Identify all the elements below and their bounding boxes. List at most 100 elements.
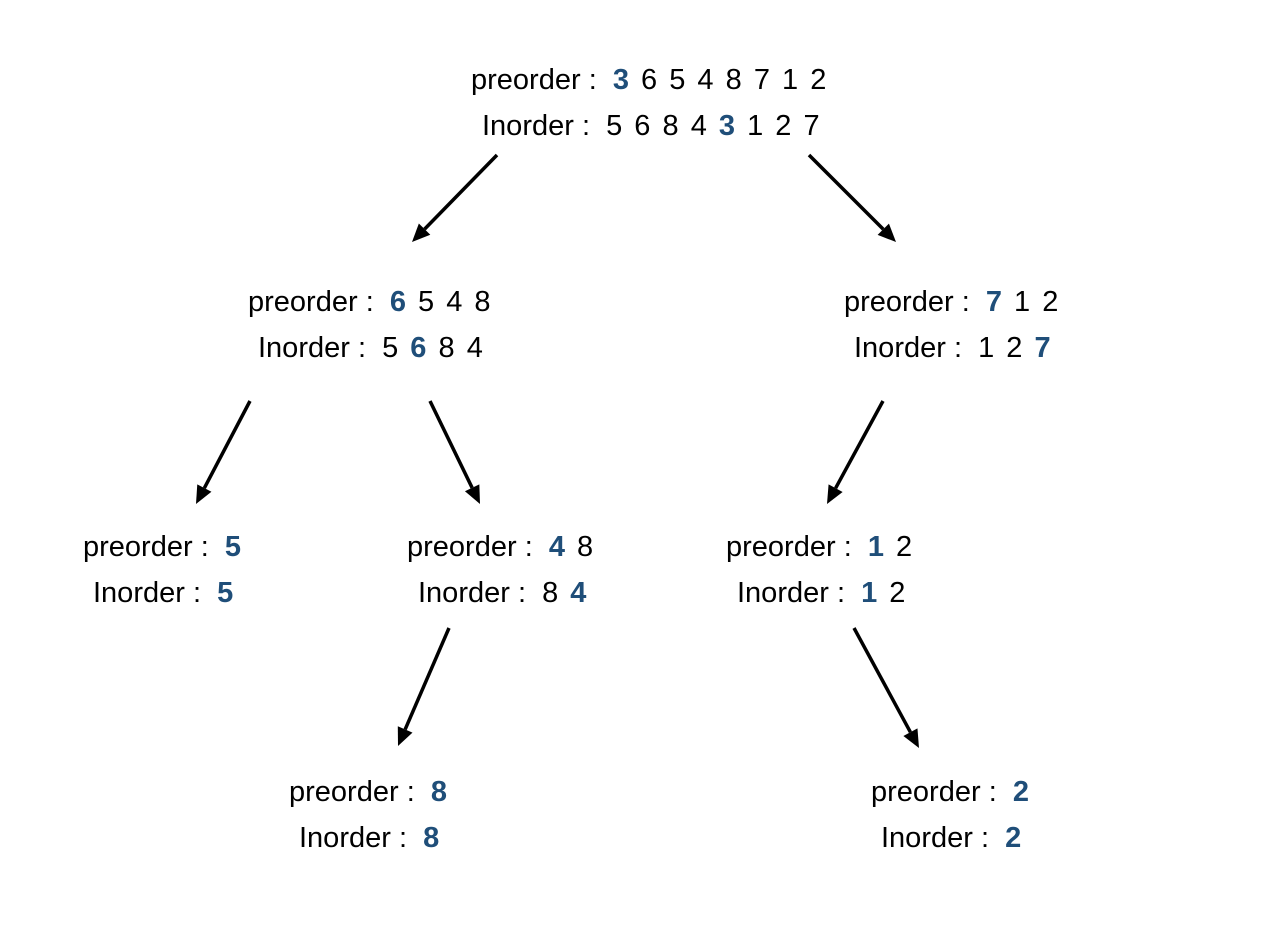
- inorder-value: 4: [690, 110, 707, 142]
- inorder-value: 8: [662, 110, 679, 142]
- inorder-root-value: 6: [410, 332, 427, 364]
- inorder-separator: :: [836, 577, 846, 609]
- inorder-separator: :: [980, 822, 990, 854]
- preorder-root-value: 5: [224, 531, 241, 563]
- arrowhead-right-to-right-left: [827, 484, 843, 504]
- inorder-label: Inorder: [299, 822, 391, 854]
- preorder-separator: :: [988, 776, 997, 808]
- preorder-line: preorder : 8: [289, 769, 447, 815]
- arrowhead-root-to-right: [877, 223, 896, 242]
- inorder-value: 2: [775, 110, 792, 142]
- inorder-value: 4: [466, 332, 483, 364]
- inorder-line: Inorder : 8: [299, 815, 439, 861]
- preorder-separator: :: [961, 286, 970, 318]
- preorder-value: 6: [641, 64, 658, 96]
- edge-right-to-right-left: [834, 400, 885, 490]
- preorder-value: 1: [782, 64, 799, 96]
- preorder-label: preorder: [289, 776, 399, 808]
- preorder-value: 1: [1014, 286, 1031, 318]
- arrowhead-root-to-left: [412, 223, 431, 242]
- inorder-label: Inorder: [418, 577, 510, 609]
- preorder-value: 5: [418, 286, 435, 318]
- arrowhead-left-to-left-right: [464, 484, 480, 504]
- inorder-line: Inorder : 2: [881, 815, 1021, 861]
- inorder-label: Inorder: [737, 577, 829, 609]
- inorder-root-value: 1: [861, 577, 878, 609]
- inorder-label: Inorder: [854, 332, 946, 364]
- inorder-value: 1: [978, 332, 995, 364]
- inorder-label: Inorder: [482, 110, 574, 142]
- arrowhead-right-left-to-right-left-right: [903, 728, 919, 748]
- inorder-root-value: 2: [1005, 822, 1022, 854]
- preorder-value: 2: [1042, 286, 1059, 318]
- preorder-separator: :: [200, 531, 209, 563]
- inorder-line: Inorder : 1 2: [737, 570, 905, 616]
- edge-root-to-left: [423, 153, 499, 231]
- edge-right-left-to-right-left-right: [852, 627, 912, 734]
- preorder-root-value: 7: [985, 286, 1002, 318]
- preorder-root-value: 1: [867, 531, 884, 563]
- preorder-separator: :: [524, 531, 533, 563]
- preorder-label: preorder: [83, 531, 193, 563]
- inorder-line: Inorder : 5: [93, 570, 233, 616]
- preorder-line: preorder : 4 8: [407, 524, 593, 570]
- edge-left-to-left-right: [428, 400, 474, 489]
- preorder-label: preorder: [471, 64, 581, 96]
- preorder-value: 4: [697, 64, 714, 96]
- inorder-separator: :: [581, 110, 591, 142]
- preorder-label: preorder: [248, 286, 358, 318]
- preorder-separator: :: [406, 776, 415, 808]
- preorder-value: 2: [896, 531, 913, 563]
- inorder-value: 1: [747, 110, 764, 142]
- preorder-label: preorder: [844, 286, 954, 318]
- inorder-separator: :: [953, 332, 963, 364]
- preorder-separator: :: [588, 64, 597, 96]
- inorder-separator: :: [398, 822, 408, 854]
- preorder-value: 8: [725, 64, 742, 96]
- inorder-line: Inorder : 5 6 8 4 3 1 2 7: [482, 103, 820, 149]
- preorder-line: preorder : 2: [871, 769, 1029, 815]
- inorder-value: 6: [634, 110, 651, 142]
- inorder-value: 7: [803, 110, 820, 142]
- preorder-line: preorder : 6 5 4 8: [248, 279, 491, 325]
- edge-left-to-left-left: [202, 400, 252, 489]
- preorder-root-value: 4: [548, 531, 565, 563]
- preorder-label: preorder: [726, 531, 836, 563]
- preorder-line: preorder : 1 2: [726, 524, 912, 570]
- inorder-root-value: 7: [1034, 332, 1051, 364]
- edge-left-right-to-left-right-left: [403, 627, 451, 731]
- preorder-label: preorder: [407, 531, 517, 563]
- inorder-line: Inorder : 5 6 8 4: [258, 325, 483, 371]
- preorder-separator: :: [843, 531, 852, 563]
- inorder-label: Inorder: [93, 577, 185, 609]
- inorder-value: 8: [542, 577, 559, 609]
- preorder-root-value: 2: [1012, 776, 1029, 808]
- preorder-separator: :: [365, 286, 374, 318]
- inorder-label: Inorder: [881, 822, 973, 854]
- inorder-root-value: 5: [217, 577, 234, 609]
- inorder-root-value: 3: [718, 110, 736, 142]
- inorder-value: 2: [1006, 332, 1023, 364]
- inorder-line: Inorder : 1 2 7: [854, 325, 1051, 371]
- inorder-root-value: 8: [423, 822, 440, 854]
- inorder-root-value: 4: [570, 577, 587, 609]
- inorder-separator: :: [192, 577, 202, 609]
- edge-root-to-right: [807, 153, 885, 231]
- preorder-root-value: 8: [430, 776, 447, 808]
- arrowhead-left-to-left-left: [196, 484, 212, 504]
- inorder-separator: :: [357, 332, 367, 364]
- preorder-label: preorder: [871, 776, 981, 808]
- inorder-line: Inorder : 8 4: [418, 570, 586, 616]
- preorder-value: 2: [810, 64, 827, 96]
- inorder-value: 5: [606, 110, 623, 142]
- preorder-value: 4: [446, 286, 463, 318]
- inorder-label: Inorder: [258, 332, 350, 364]
